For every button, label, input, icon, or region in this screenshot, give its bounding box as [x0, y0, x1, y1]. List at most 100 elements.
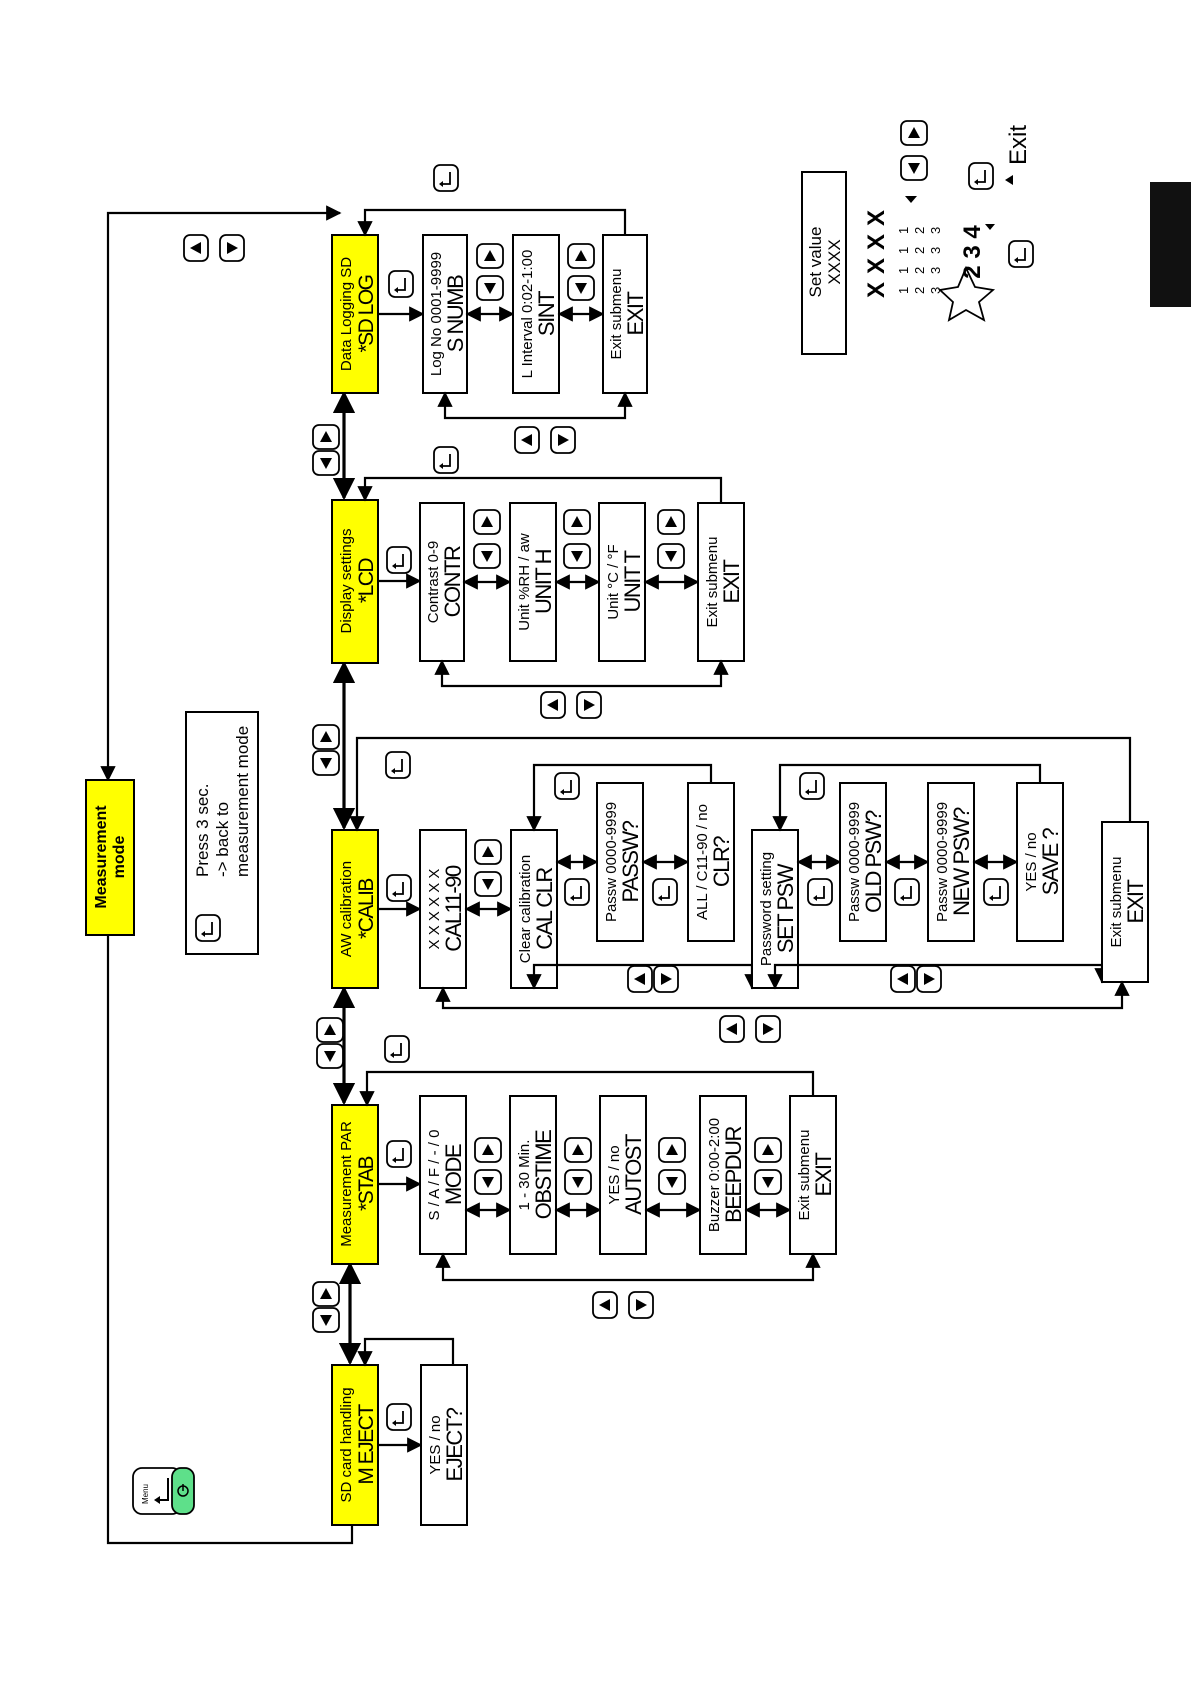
svg-text:Passw 0000-9999: Passw 0000-9999 — [603, 802, 620, 922]
item-calib-exit[interactable] — [1101, 821, 1149, 983]
up-arrow-key-icon — [658, 1137, 686, 1163]
menu-stab[interactable] — [331, 1104, 379, 1265]
down-arrow-key-icon — [219, 234, 245, 262]
item-cal-clr[interactable] — [510, 829, 558, 989]
down-arrow-key-icon — [900, 155, 928, 181]
item-sd-log-exit[interactable] — [602, 234, 648, 394]
up-arrow-key-icon — [627, 965, 653, 993]
up-arrow-key-icon — [476, 243, 504, 269]
down-arrow-key-icon — [316, 1043, 344, 1069]
down-arrow-key-icon — [658, 1169, 686, 1195]
set-value-code: XXXX — [825, 239, 844, 284]
down-arrow-key-icon — [312, 450, 340, 476]
up-arrow-key-icon — [473, 509, 501, 535]
svg-text:OLD PSW?: OLD PSW? — [861, 810, 886, 913]
digit-3: X — [863, 234, 890, 250]
svg-text:3: 3 — [928, 227, 943, 234]
star-digits: 2 3 4 — [959, 225, 986, 279]
menu-sd-log-big: *SD LOG — [355, 275, 378, 352]
item-unit-h[interactable] — [509, 502, 557, 662]
item-unit-t[interactable] — [598, 502, 646, 662]
svg-text:Unit %RH / aw: Unit %RH / aw — [516, 533, 533, 631]
item-beepdur[interactable] — [699, 1095, 747, 1255]
down-arrow-key-icon — [476, 275, 504, 301]
outer-loop-line — [100, 205, 342, 782]
item-stab-exit[interactable] — [789, 1095, 837, 1255]
down-arrow-key-icon — [564, 1169, 592, 1195]
up-arrow-key-icon — [567, 243, 595, 269]
outer-loop-line-bottom — [106, 935, 354, 1545]
set-value-box — [801, 171, 847, 355]
svg-text:*LCD: *LCD — [355, 558, 378, 604]
item-sint[interactable] — [512, 234, 560, 394]
down-arrow-key-icon — [653, 965, 679, 993]
svg-text:Exit submenu: Exit submenu — [796, 1130, 813, 1221]
svg-text:*STAB: *STAB — [355, 1157, 378, 1211]
down-arrow-key-icon — [628, 1291, 654, 1319]
enter-key-icon — [564, 878, 590, 906]
svg-text:2: 2 — [912, 227, 927, 234]
item-s-numb[interactable] — [422, 234, 468, 394]
down-arrow-key-icon — [312, 1307, 340, 1333]
up-arrow-key-icon — [316, 1017, 344, 1043]
measurement-mode-line2: mode — [111, 836, 128, 879]
measurement-mode-box — [85, 779, 135, 936]
down-arrow-key-icon — [567, 275, 595, 301]
down-arrow-key-icon — [474, 871, 502, 897]
up-arrow-key-icon — [657, 509, 685, 535]
svg-text:X X X X X X: X X X X X X — [426, 869, 443, 950]
enter-key-icon — [983, 878, 1009, 906]
enter-key-icon — [388, 270, 414, 298]
item-eject[interactable] — [420, 1364, 468, 1526]
svg-text:ALL / C11-90 / no: ALL / C11-90 / no — [694, 804, 711, 920]
menu-sd-log[interactable] — [331, 234, 379, 394]
press-note-line2: -> back to — [213, 802, 232, 877]
item-new-psw[interactable] — [927, 782, 975, 942]
svg-text:SAVE ?: SAVE ? — [1038, 828, 1063, 896]
down-arrow-key-icon — [474, 1169, 502, 1195]
svg-text:1 - 30 Min.: 1 - 30 Min. — [516, 1140, 533, 1211]
svg-text:S NUMB: S NUMB — [443, 275, 468, 352]
svg-text:EXIT: EXIT — [1123, 879, 1148, 923]
up-arrow-key-icon — [474, 1137, 502, 1163]
item-mode[interactable] — [419, 1095, 467, 1255]
svg-text:Contrast 0-9: Contrast 0-9 — [425, 541, 442, 624]
enter-key-icon — [433, 164, 459, 192]
svg-text:2: 2 — [912, 247, 927, 254]
up-arrow-key-icon — [754, 1137, 782, 1163]
svg-text:AUTOST: AUTOST — [621, 1134, 646, 1215]
svg-text:YES / no: YES / no — [606, 1145, 623, 1204]
svg-text:UNIT H: UNIT H — [531, 549, 556, 614]
svg-text:PASSW?: PASSW? — [618, 820, 643, 902]
svg-text:EXIT: EXIT — [719, 559, 744, 603]
svg-text:SET PSW: SET PSW — [773, 863, 798, 953]
item-obstime[interactable] — [509, 1095, 557, 1255]
menu-lcd[interactable] — [331, 499, 379, 664]
svg-text:YES / no: YES / no — [427, 1415, 444, 1474]
up-arrow-key-icon — [312, 724, 340, 750]
svg-text:Passw 0000-9999: Passw 0000-9999 — [846, 802, 863, 922]
svg-text:Unit °C / °F: Unit °C / °F — [605, 544, 622, 619]
item-passw[interactable] — [596, 782, 644, 942]
svg-text:SD card handling: SD card handling — [338, 1387, 355, 1502]
enter-key-icon — [386, 874, 412, 902]
svg-text:1: 1 — [896, 247, 911, 254]
up-arrow-key-icon — [900, 120, 928, 146]
measurement-mode-line1: Measurement — [93, 805, 110, 909]
digit-4: X — [863, 210, 890, 226]
up-arrow-key-icon — [183, 234, 209, 262]
digit-2: X — [863, 258, 890, 274]
svg-text:NEW PSW?: NEW PSW? — [949, 807, 974, 916]
svg-text:BEEPDUR: BEEPDUR — [721, 1126, 746, 1222]
svg-text:Clear calibration: Clear calibration — [517, 855, 534, 963]
menu-calib[interactable] — [331, 829, 379, 989]
item-save[interactable] — [1016, 782, 1064, 942]
item-old-psw[interactable] — [839, 782, 887, 942]
item-clr[interactable] — [687, 782, 735, 942]
svg-text:Log No 0001-9999: Log No 0001-9999 — [428, 252, 445, 376]
enter-key-icon — [433, 446, 459, 474]
svg-text:EJECT?: EJECT? — [442, 1407, 467, 1481]
menu-eject[interactable] — [331, 1364, 379, 1526]
svg-text:Exit submenu: Exit submenu — [608, 269, 625, 360]
down-arrow-key-icon — [916, 965, 942, 993]
